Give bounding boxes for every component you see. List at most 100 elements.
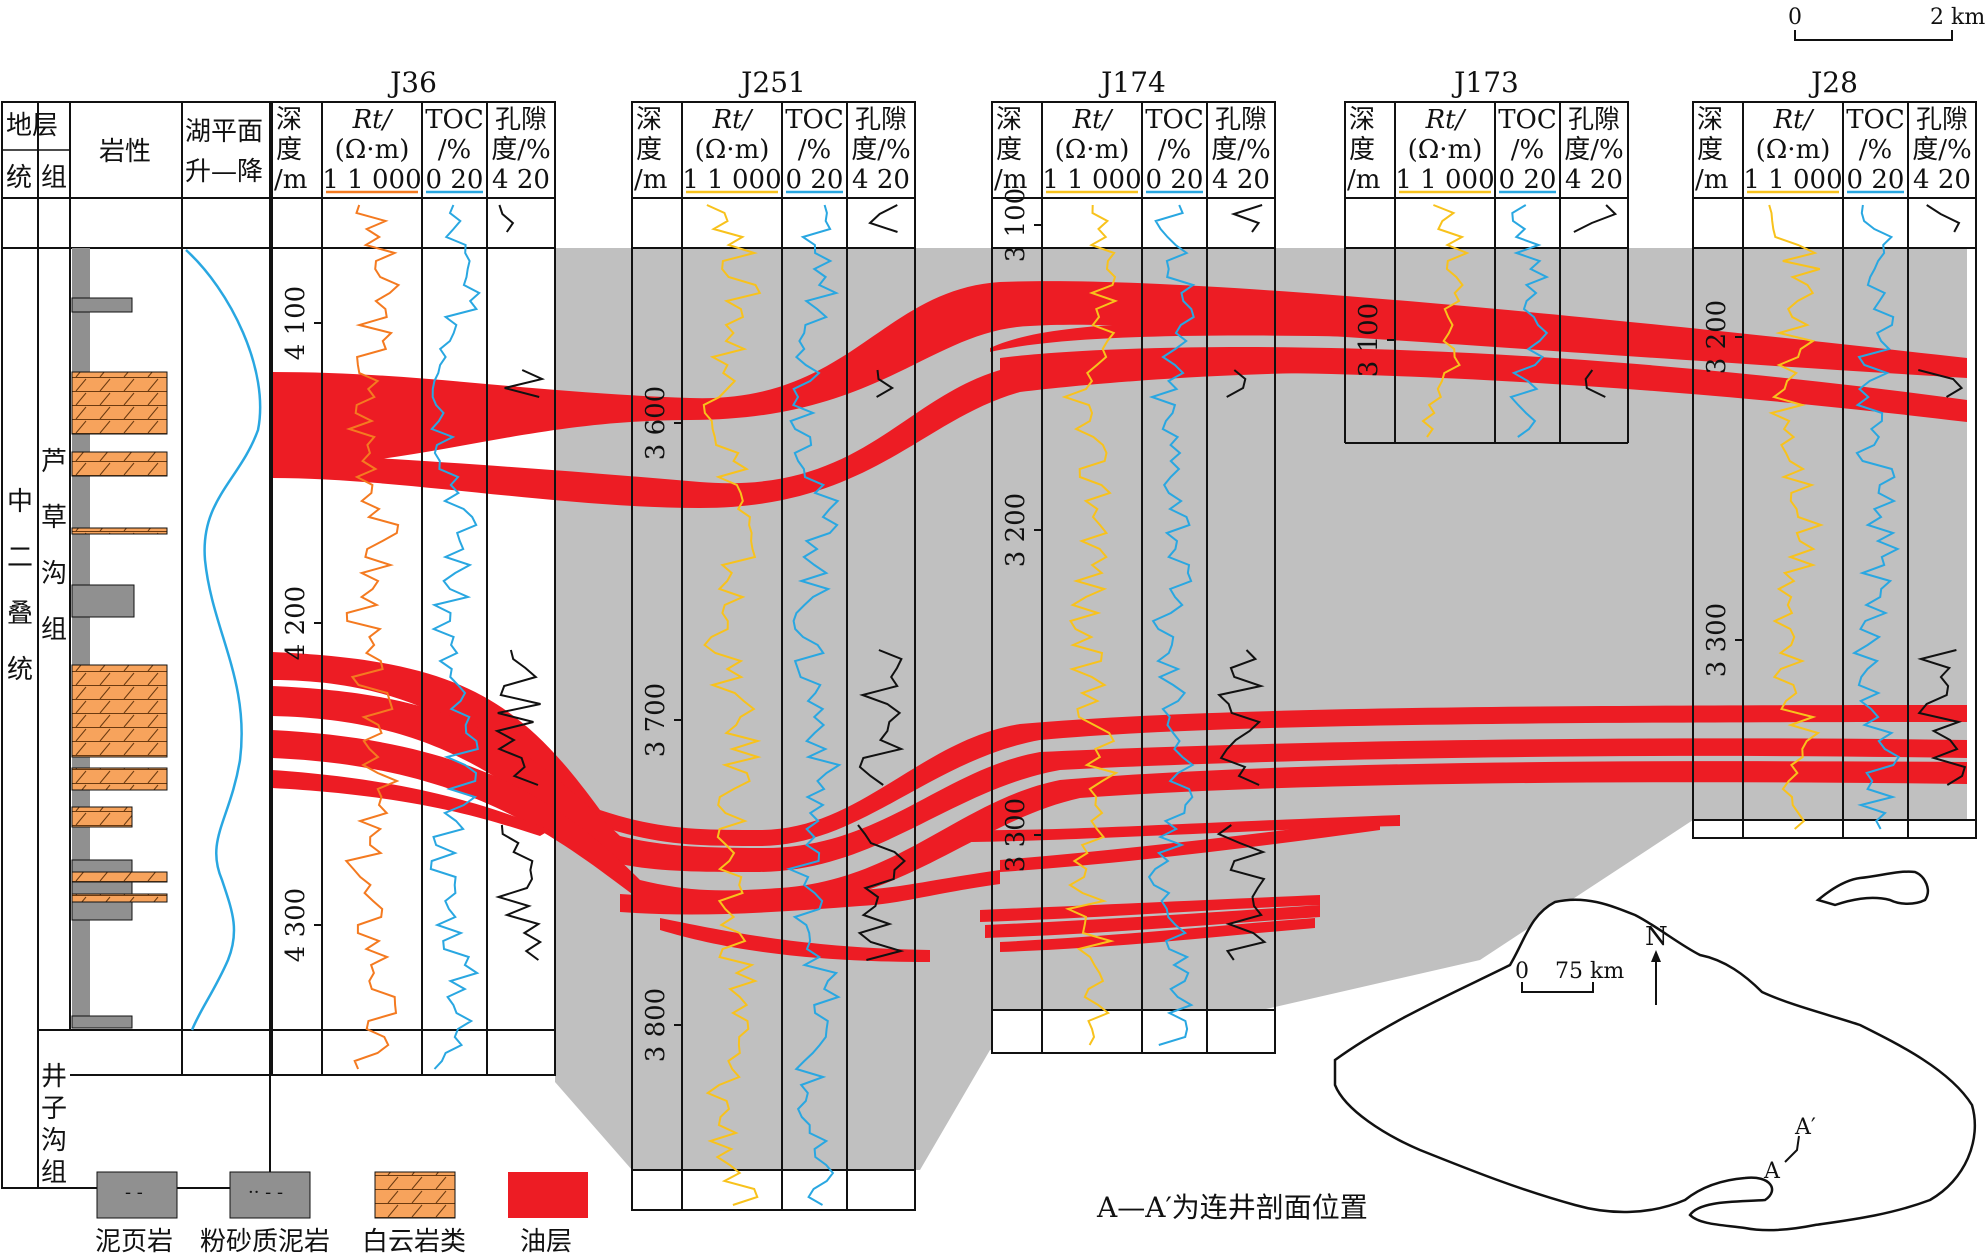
hdr-toc-1: TOC <box>425 105 484 135</box>
hdr-depth-3: /m <box>274 165 307 195</box>
hdr-toc-2: /% <box>1158 135 1191 165</box>
oil-layer-11 <box>1000 818 1380 872</box>
legend-label-silty: 粉砂质泥岩 <box>200 1227 330 1256</box>
rt-log-curve <box>702 204 762 1206</box>
hdr-por-2: 度/% <box>1912 135 1971 165</box>
header-series: 统 <box>6 163 32 193</box>
lith-bed-11 <box>71 893 168 903</box>
basin-outline <box>1333 898 1977 1232</box>
well-name: J173 <box>1451 66 1519 99</box>
lith-bed-9 <box>71 871 168 883</box>
hdr-depth-3: /m <box>1695 165 1728 195</box>
hdr-depth-3: /m <box>634 165 667 195</box>
hdr-toc-1: TOC <box>1846 105 1905 135</box>
oil-layer-13 <box>980 895 1320 922</box>
hdr-depth-2: 度 <box>276 135 302 165</box>
hdr-rt-1: Rt/ <box>712 105 754 135</box>
hdr-por-2: 度/% <box>1211 135 1270 165</box>
scale-end-label: 2 km <box>1930 5 1985 30</box>
well-name: J251 <box>738 66 806 99</box>
depth-tick-label: 3 300 <box>1702 603 1732 677</box>
oil-layer-12 <box>660 918 930 962</box>
well-preview-row <box>1344 197 1629 249</box>
lith-bed-2 <box>71 451 168 477</box>
well-tail-box <box>271 1029 556 1076</box>
strat-frame <box>1 101 271 1189</box>
hdr-rt-2: (Ω·m) <box>1408 135 1483 165</box>
hdr-depth-3: /m <box>994 165 1027 195</box>
legend: - - ·· - - 泥页岩 粉砂质泥岩 白云岩类 油层 <box>95 1171 588 1256</box>
depth-tick-label: 4 200 <box>281 586 311 660</box>
legend-swatch-mudshale <box>96 1171 178 1219</box>
toc-log-curve <box>786 204 842 1206</box>
map-scale-start: 0 <box>1515 959 1529 984</box>
well-tail-box <box>991 1009 1276 1054</box>
legend-label-oil: 油层 <box>520 1227 572 1256</box>
svg-text:- -: - - <box>125 1182 143 1203</box>
hdr-depth-1: 深 <box>636 105 662 135</box>
formation-lower-label: 井子沟组 <box>41 1062 67 1188</box>
header-lake-1: 湖平面 <box>185 117 263 147</box>
depth-tick-label: 4 300 <box>281 888 311 962</box>
hdr-rt-1: Rt/ <box>1072 105 1114 135</box>
hdr-rt-1: Rt/ <box>1425 105 1467 135</box>
formation-upper-label: 芦草沟组 <box>41 447 67 645</box>
lith-bed-13 <box>71 1015 133 1029</box>
hdr-toc-range: 0 20 <box>1146 165 1204 195</box>
hdr-toc-range: 0 20 <box>1847 165 1905 195</box>
header-strata: 地层 <box>6 111 58 141</box>
lith-bed-8 <box>71 859 133 873</box>
lith-bed-4 <box>71 584 135 618</box>
oil-layer-2 <box>272 356 1520 508</box>
porosity-log-curve-2 <box>1217 649 1265 786</box>
oil-layer-10 <box>960 815 1400 842</box>
hdr-por-1: 孔隙 <box>495 105 547 135</box>
hdr-rt-1: Rt/ <box>1773 105 1815 135</box>
lith-bed-12 <box>71 901 133 921</box>
hdr-por-2: 度/% <box>491 135 550 165</box>
hdr-rt-2: (Ω·m) <box>1055 135 1130 165</box>
hdr-depth-2: 度 <box>1349 135 1375 165</box>
hdr-rt-2: (Ω·m) <box>695 135 770 165</box>
hdr-toc-range: 0 20 <box>786 165 844 195</box>
hdr-rt-range: 1 1 000 <box>1743 165 1842 195</box>
rt-log-curve <box>344 204 401 1070</box>
hdr-rt-2: (Ω·m) <box>1756 135 1831 165</box>
hdr-por-1: 孔隙 <box>1215 105 1267 135</box>
porosity-log-curve-0 <box>1926 204 1961 233</box>
scale-bar-top: 0 2 km <box>1788 5 1985 41</box>
depth-tick-label: 3 800 <box>641 988 671 1062</box>
depth-tick-label: 3 200 <box>1702 300 1732 374</box>
hdr-rt-2: (Ω·m) <box>335 135 410 165</box>
porosity-log-curve-0 <box>498 204 515 233</box>
hdr-toc-1: TOC <box>1498 105 1557 135</box>
hdr-toc-2: /% <box>438 135 471 165</box>
lith-bed-0 <box>71 297 133 313</box>
toc-log-curve <box>1509 204 1550 438</box>
depth-tick-label: 3 600 <box>641 386 671 460</box>
hdr-rt-1: Rt/ <box>352 105 394 135</box>
well-header <box>991 101 1276 199</box>
hdr-toc-range: 0 20 <box>1499 165 1557 195</box>
well-tail-box <box>1692 819 1977 839</box>
hdr-toc-range: 0 20 <box>426 165 484 195</box>
oil-layer-4 <box>1000 346 1967 422</box>
porosity-log-curve-2 <box>858 649 905 786</box>
hdr-depth-1: 深 <box>276 105 302 135</box>
porosity-log-curve-0 <box>1573 204 1618 233</box>
lake-level-curve <box>185 249 262 1031</box>
north-arrow-label: N <box>1645 922 1668 952</box>
legend-swatch-silty <box>229 1171 311 1219</box>
porosity-log-curve-3 <box>495 824 543 961</box>
oil-layer-7 <box>272 730 1967 908</box>
toc-log-curve <box>1147 204 1196 1046</box>
hdr-toc-2: /% <box>798 135 831 165</box>
well-name: J36 <box>387 66 437 99</box>
hdr-toc-2: /% <box>1859 135 1892 165</box>
porosity-log-curve-3 <box>1216 824 1267 961</box>
map-caption: A—A′为连井剖面位置 <box>1096 1191 1368 1224</box>
hdr-depth-1: 深 <box>996 105 1022 135</box>
